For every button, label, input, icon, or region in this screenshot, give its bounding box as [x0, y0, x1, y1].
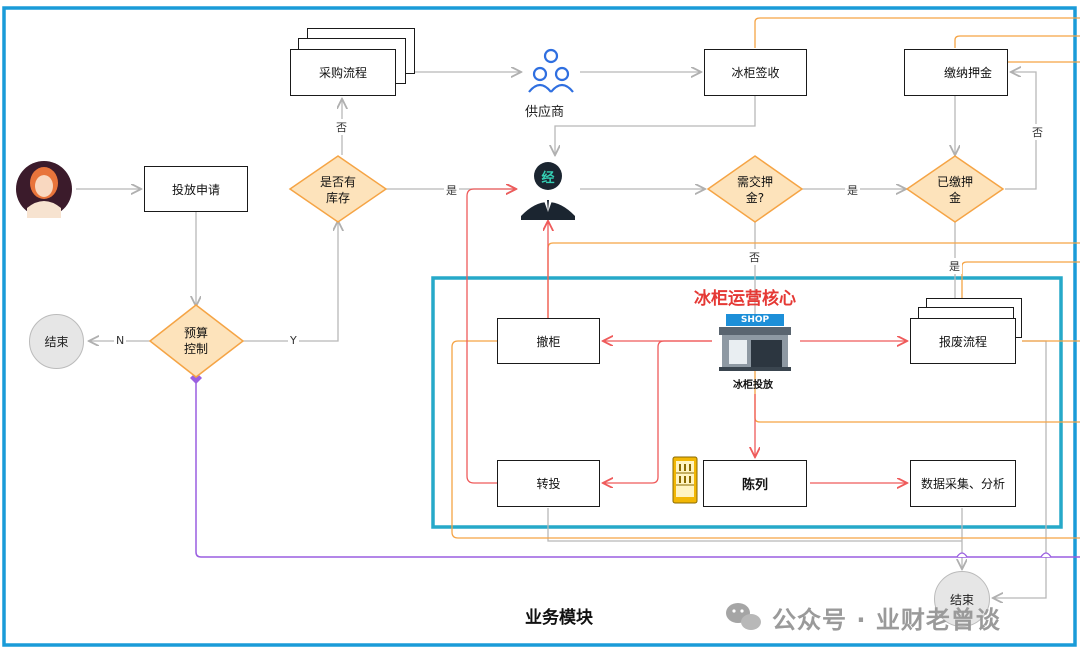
- edge-label-yes-deposit: 是: [845, 182, 860, 198]
- edge-label-no-paid: 否: [1030, 124, 1045, 140]
- end-node-bottom[interactable]: 结束: [934, 571, 990, 627]
- wechat-icon: [726, 603, 761, 630]
- supplier-group-icon: [528, 48, 574, 93]
- withdraw-label: 撤柜: [536, 334, 561, 349]
- edge-transfer-down: [547, 508, 962, 542]
- diamond-budget-control: [148, 304, 245, 378]
- diamond-need-deposit: [706, 155, 804, 223]
- display-label: 陈列: [741, 478, 768, 493]
- freezer-signoff-label: 冰柜签收: [731, 66, 780, 80]
- edge-label-no-deposit: 否: [747, 249, 762, 265]
- watermark-text: 公众号 · 业财老曾谈: [772, 606, 1001, 634]
- orange-top-1: [754, 17, 1080, 48]
- pay-deposit-box[interactable]: 缴纳押金: [904, 49, 1008, 96]
- deposit-paid-label: 已缴押金: [936, 174, 973, 205]
- red-shop-transfer: [604, 340, 712, 483]
- module-title: 业务模块: [525, 608, 593, 628]
- display-box[interactable]: 陈列: [703, 460, 807, 507]
- outer-frame: [2, 6, 1077, 647]
- shop-icon: [719, 314, 791, 371]
- transfer-box[interactable]: 转投: [497, 460, 600, 507]
- core-title: 冰柜运营核心: [694, 289, 796, 309]
- purchase-flow-label: 采购流程: [318, 66, 367, 80]
- freezer-signoff-box[interactable]: 冰柜签收: [704, 49, 807, 96]
- edge-budget-stock: [243, 222, 338, 342]
- purple-feedback: [190, 372, 1080, 558]
- edge-signoff-distributor: [555, 96, 756, 154]
- orange-core-right: [754, 360, 1080, 423]
- edge-label-no-stock: 否: [334, 119, 349, 135]
- end-left-label: 结束: [44, 335, 69, 349]
- orange-top-2: [954, 35, 1080, 48]
- diamond-in-stock: [288, 155, 388, 223]
- apply-placement-label: 投放申请: [171, 182, 220, 197]
- edge-label-n: N: [114, 334, 127, 347]
- edge-label-y: Y: [288, 334, 299, 347]
- scrap-flow-label: 报废流程: [938, 334, 987, 349]
- freezer-placement-label: 冰柜投放: [733, 380, 773, 391]
- core-frame: [431, 276, 1063, 529]
- transfer-label: 转投: [536, 477, 561, 491]
- apply-placement-box[interactable]: 投放申请: [144, 166, 248, 212]
- in-stock-label: 是否有库存: [319, 174, 356, 205]
- pay-deposit-label: 缴纳押金: [943, 66, 992, 80]
- budget-control-label: 预算控制: [183, 325, 208, 356]
- scrap-flow-box[interactable]: 报废流程: [910, 318, 1016, 364]
- supplier-label: 供应商: [525, 105, 565, 120]
- need-deposit-label: 需交押金?: [736, 174, 773, 205]
- diamond-deposit-paid: [905, 155, 1005, 223]
- edge-label-yes-paid: 是: [947, 258, 962, 274]
- orange-mid-2: [961, 261, 1080, 300]
- orange-loop-left: [451, 340, 1080, 539]
- user-avatar-icon: [16, 161, 72, 218]
- end-node-left[interactable]: 结束: [29, 314, 84, 369]
- purchase-flow-box[interactable]: 采购流程: [290, 49, 396, 96]
- data-analysis-label: 数据采集、分析: [920, 477, 1005, 491]
- shop-sign-text: SHOP: [740, 315, 770, 325]
- end-bottom-label: 结束: [949, 592, 974, 607]
- withdraw-box[interactable]: 撤柜: [497, 318, 600, 364]
- freezer-icon: [672, 456, 698, 504]
- red-transfer-distributor: [466, 189, 515, 484]
- edge-label-yes-stock: 是: [444, 182, 459, 198]
- data-analysis-box[interactable]: 数据采集、分析: [910, 460, 1016, 507]
- distributor-badge: 经: [535, 163, 561, 189]
